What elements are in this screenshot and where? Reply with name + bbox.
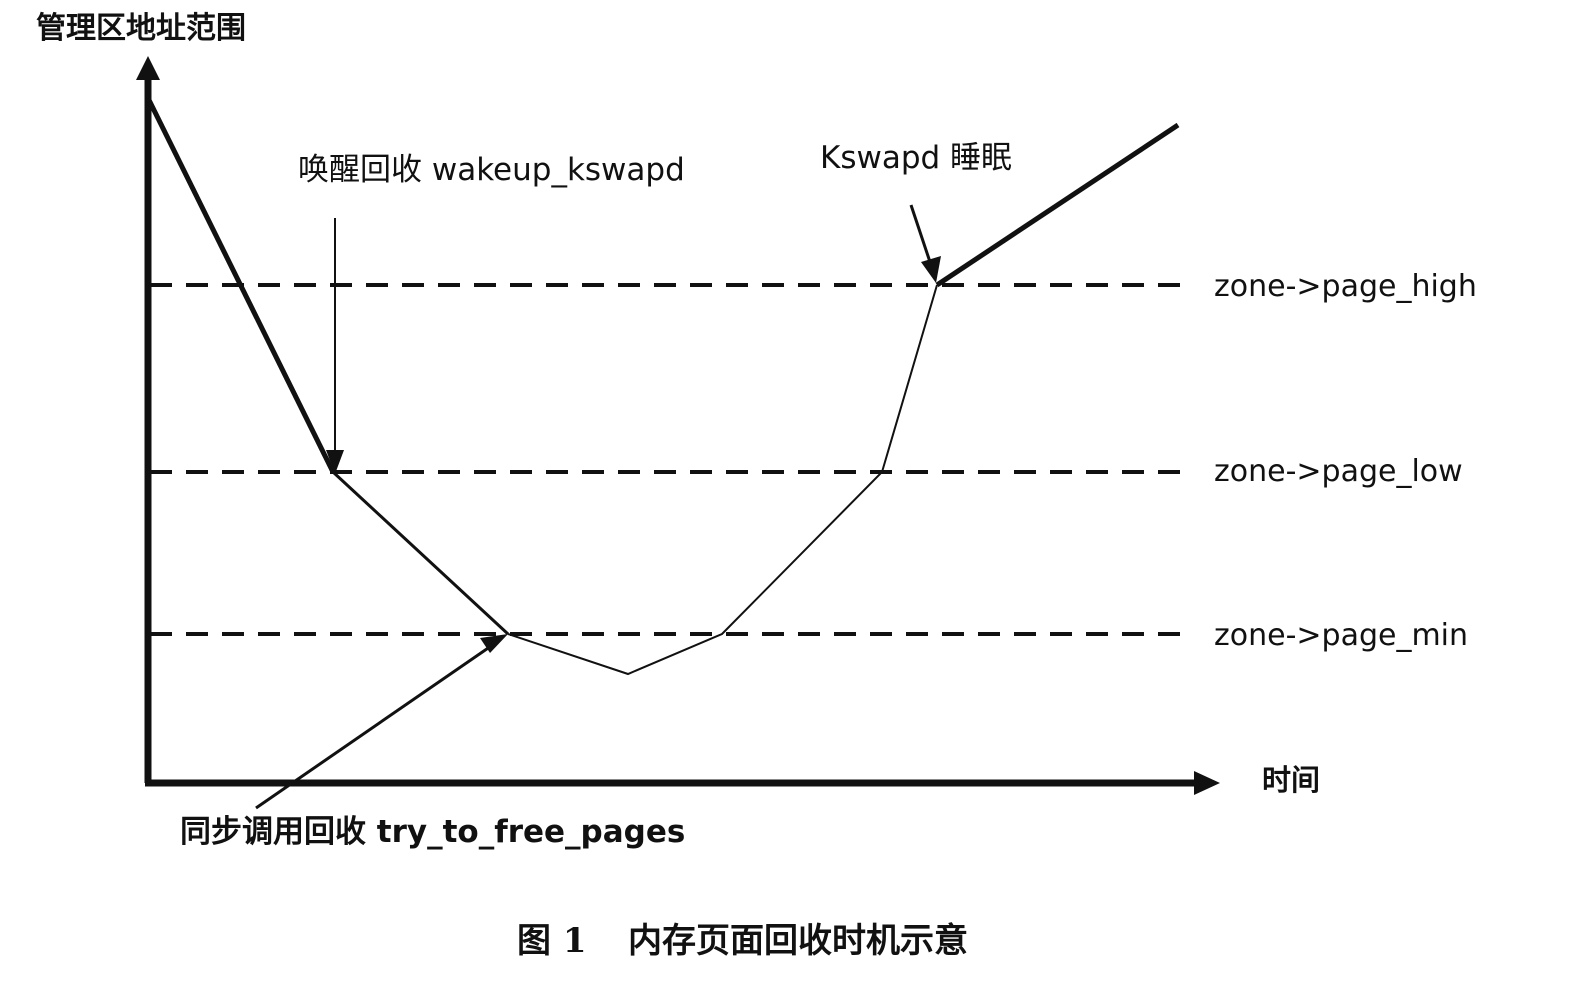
sync-arrow-head xyxy=(480,634,508,653)
threshold-low-label: zone->page_low xyxy=(1214,454,1463,489)
sync-label: 同步调用回收 try_to_free_pages xyxy=(180,814,685,850)
x-axis-arrow xyxy=(1194,771,1220,795)
sleep-arrow xyxy=(909,204,934,269)
curve-recovery-thin xyxy=(507,284,938,676)
caption-number: 图 1 xyxy=(517,921,587,961)
sync-arrow xyxy=(255,642,495,810)
y-axis-arrow xyxy=(136,56,160,80)
curve-rise-bold xyxy=(935,122,1180,288)
x-axis-label: 时间 xyxy=(1262,763,1320,797)
y-axis-label: 管理区地址范围 xyxy=(36,11,246,46)
threshold-min-label: zone->page_min xyxy=(1214,618,1468,653)
curve-decline-medium xyxy=(331,470,510,636)
wakeup-arrow-head xyxy=(326,450,344,474)
curve-decline-bold xyxy=(145,96,336,474)
sleep-arrow-head xyxy=(921,256,941,283)
threshold-high-label: zone->page_high xyxy=(1214,269,1477,304)
sleep-label: Kswapd 睡眠 xyxy=(820,140,1012,176)
caption-text: 内存页面回收时机示意 xyxy=(628,921,968,961)
wakeup-label: 唤醒回收 wakeup_kswapd xyxy=(298,152,685,188)
